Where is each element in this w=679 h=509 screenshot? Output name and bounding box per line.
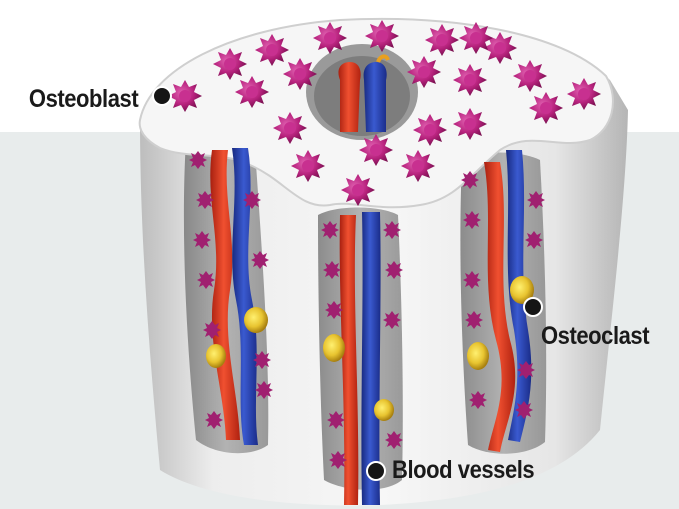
osteoblast-label: Osteoblast — [29, 85, 138, 114]
osteoblast-callout: Osteoblast — [14, 85, 138, 114]
osteoblast-marker — [152, 86, 172, 106]
osteoclast-label: Osteoclast — [541, 322, 649, 351]
blood-vessels-marker — [366, 461, 386, 481]
osteoclast-marker — [523, 297, 543, 317]
blood-vessels-callout: Blood vessels — [366, 456, 554, 485]
blood-vessels-label: Blood vessels — [392, 456, 534, 485]
central-vein — [364, 62, 387, 132]
central-artery — [338, 62, 360, 132]
osteoclast-callout: Osteoclast — [541, 322, 664, 351]
